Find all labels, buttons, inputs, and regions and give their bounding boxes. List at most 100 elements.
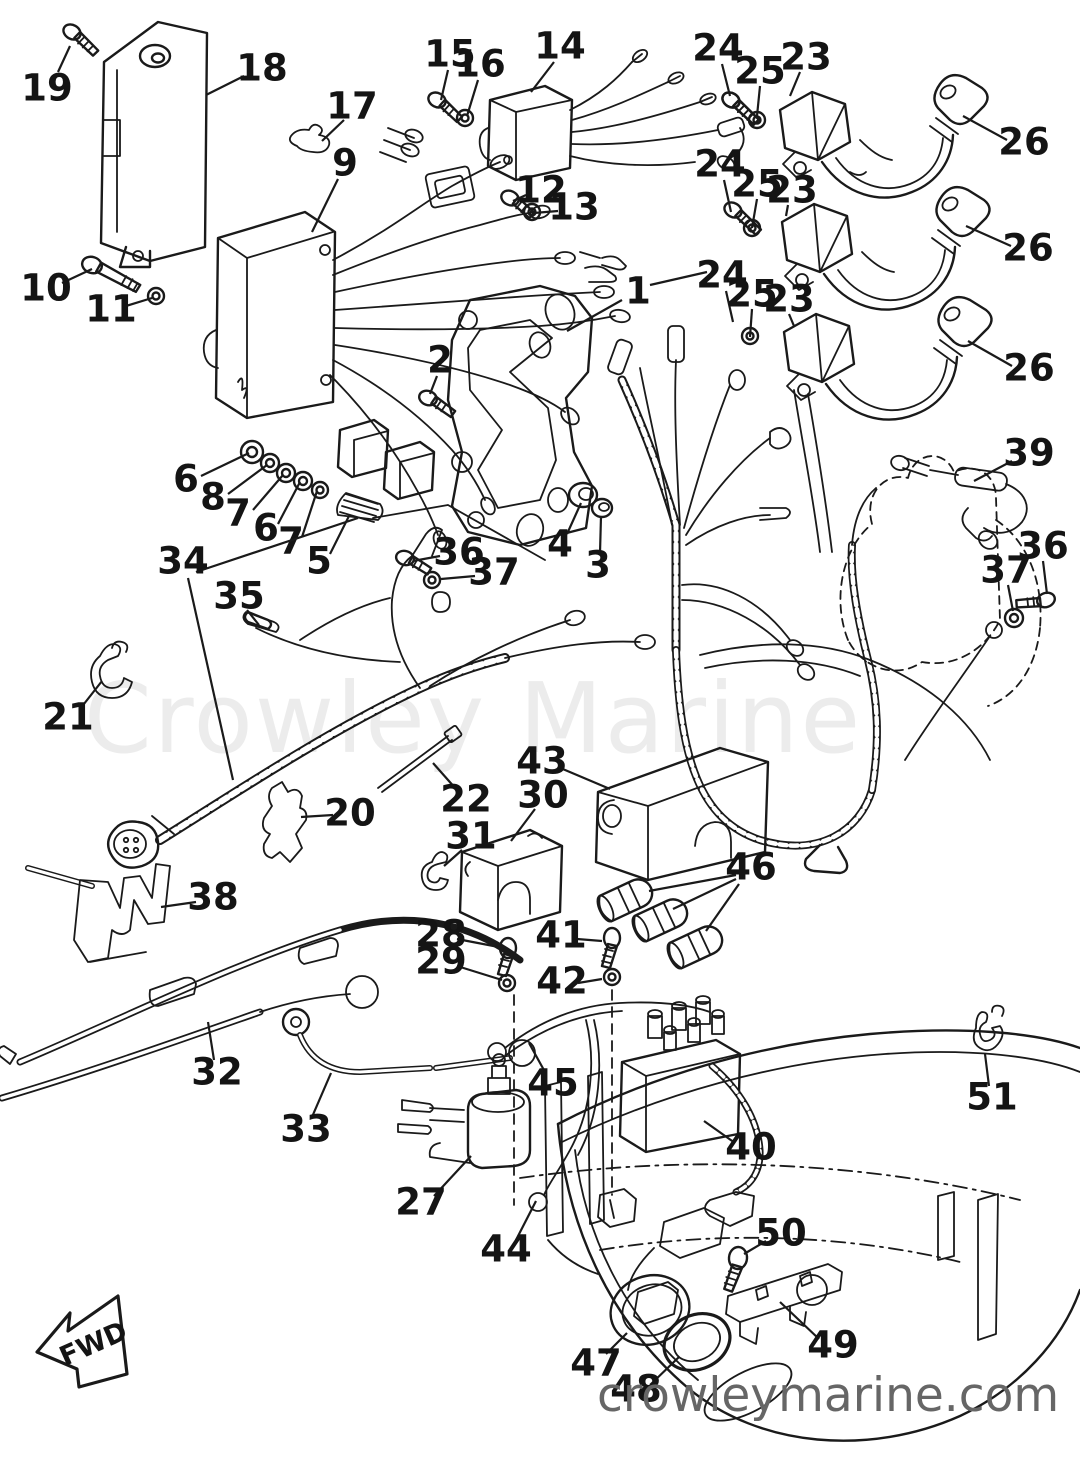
- callout-10: 10: [20, 267, 72, 310]
- callout-36: 36: [1017, 525, 1069, 568]
- callout-24: 24: [694, 143, 746, 186]
- clip-31: [420, 851, 449, 891]
- callout-leader-16: [465, 79, 480, 117]
- callout-17: 17: [326, 85, 378, 128]
- callout-2: 2: [427, 339, 453, 382]
- callout-51: 51: [966, 1076, 1018, 1119]
- assembly-axis-lines: [513, 989, 613, 1206]
- callout-19: 19: [21, 67, 73, 110]
- callout-leader-44: [515, 1200, 537, 1241]
- callout-15: 15: [424, 33, 476, 76]
- fwd-arrow: [35, 1294, 129, 1389]
- callout-leader-9: [311, 178, 339, 233]
- callout-leader-28: [456, 937, 505, 950]
- callout-leader-13: [533, 209, 559, 215]
- callout-leader-45: [528, 1042, 546, 1073]
- ignition-coil-row-1: [721, 73, 989, 199]
- lead-wire-39: [890, 454, 1028, 550]
- callout-leader-38: [160, 900, 197, 909]
- clip-51: [972, 1004, 1005, 1052]
- callout-6: 6: [173, 458, 199, 501]
- callout-34: 34: [157, 540, 209, 583]
- clamp-21: [90, 640, 133, 699]
- callout-leader-29: [456, 964, 503, 982]
- starter-relay-40: [618, 995, 764, 1227]
- callout-24: 24: [696, 254, 748, 297]
- callout-leader-37: [440, 574, 476, 581]
- bracket-plate-1: [372, 284, 594, 561]
- callout-leader-1: [649, 270, 708, 287]
- callout-leader-39: [973, 460, 1013, 482]
- callout-23: 23: [780, 36, 832, 79]
- callout-leader-22: [432, 762, 457, 790]
- callout-16: 16: [454, 43, 506, 86]
- cable-33: [281, 1007, 536, 1075]
- callout-leader-6: [200, 452, 250, 477]
- watermark-crowleymarine-url: crowleymarine.com: [597, 1368, 1060, 1423]
- callout-25: 25: [731, 163, 783, 206]
- callout-leader-43: [557, 765, 611, 791]
- callout-leader-17: [321, 119, 345, 142]
- watermark-crowley-marine: Crowley Marine: [84, 662, 863, 775]
- callout-leader-50: [743, 1240, 767, 1255]
- callout-23: 23: [763, 278, 815, 321]
- callout-27: 27: [395, 1181, 447, 1224]
- callout-46: 46: [725, 846, 777, 889]
- callout-leader-34: [186, 577, 235, 781]
- callout-leader-7: [252, 474, 284, 511]
- bottom-cowling-pan: [519, 1029, 1080, 1442]
- callout-leader-25: [750, 198, 759, 229]
- callout-9: 9: [332, 142, 358, 185]
- callout-leader-36: [1041, 560, 1049, 595]
- callout-47: 47: [570, 1342, 622, 1385]
- callout-14: 14: [534, 25, 586, 68]
- callout-leader-24: [720, 63, 732, 97]
- seal-48: [662, 1312, 732, 1372]
- callout-leader-23: [784, 204, 790, 217]
- callout-leader-14: [530, 61, 555, 93]
- line-art-layer: [0, 20, 1080, 1442]
- caps-46: [596, 878, 724, 970]
- callout-13: 13: [548, 186, 600, 229]
- callout-leader-34: [195, 516, 359, 574]
- callout-leader-1: [566, 299, 623, 332]
- callout-leader-23: [787, 313, 796, 327]
- callout-leader-11: [125, 296, 153, 308]
- callout-45: 45: [527, 1062, 579, 1105]
- callout-leader-3: [598, 515, 603, 554]
- callout-leader-4: [565, 502, 583, 535]
- callout-24: 24: [692, 27, 744, 70]
- callout-26: 26: [1003, 347, 1055, 390]
- callout-35: 35: [213, 575, 265, 618]
- bolt-36-right: [1015, 591, 1056, 609]
- callout-18: 18: [236, 47, 288, 90]
- callout-38: 38: [187, 876, 239, 919]
- washer-37-left: [422, 570, 451, 613]
- callout-44: 44: [480, 1228, 532, 1271]
- callout-leader-30: [510, 808, 536, 842]
- callout-leader-24: [724, 290, 735, 323]
- washer-37-right: [904, 607, 1025, 761]
- callout-37: 37: [980, 549, 1032, 592]
- callout-leader-8: [227, 464, 268, 495]
- callout-50: 50: [755, 1212, 807, 1255]
- callout-leader-6: [277, 481, 301, 525]
- callout-leader-36: [412, 554, 441, 563]
- callout-leader-47: [605, 1332, 628, 1355]
- clip-17: [288, 123, 331, 154]
- callout-28: 28: [415, 913, 467, 956]
- callout-leader-23: [788, 71, 802, 97]
- callout-leader-7: [300, 490, 319, 538]
- callout-leader-35: [246, 609, 260, 626]
- callout-41: 41: [535, 914, 587, 957]
- callout-leader-12: [512, 194, 527, 202]
- callout-6: 6: [253, 507, 279, 550]
- callout-33: 33: [280, 1108, 332, 1151]
- callout-leader-49: [779, 1301, 820, 1340]
- callout-39: 39: [1003, 432, 1055, 475]
- callout-26: 26: [998, 121, 1050, 164]
- callout-22: 22: [440, 778, 492, 821]
- callout-20: 20: [324, 792, 376, 835]
